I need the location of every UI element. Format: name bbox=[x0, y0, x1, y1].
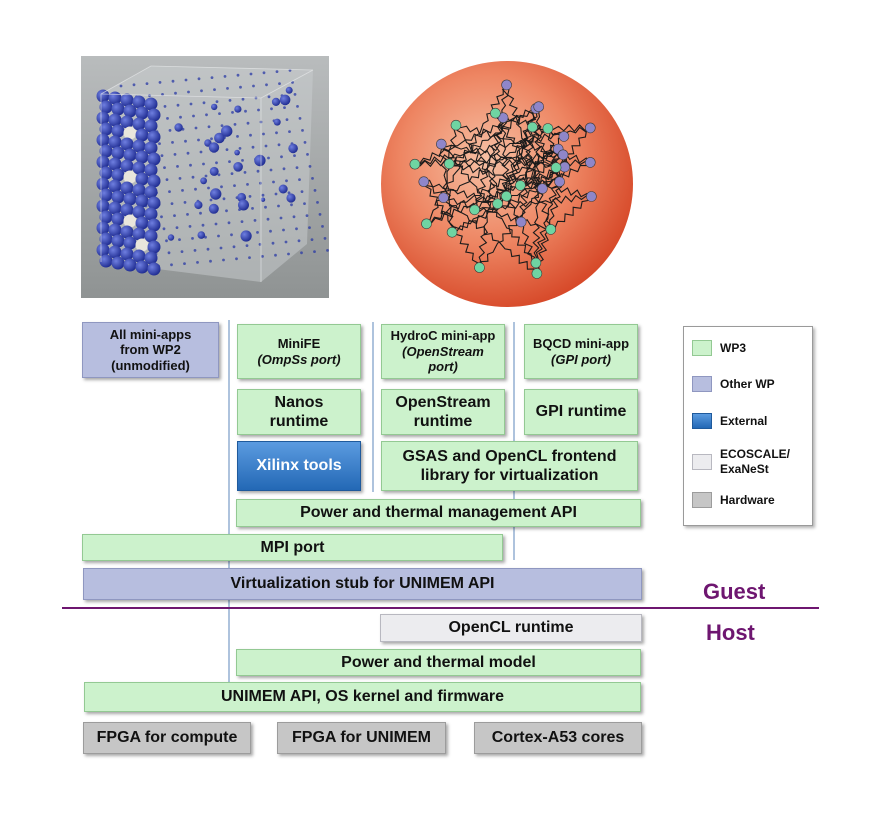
mpi-label: MPI port bbox=[260, 538, 325, 556]
legend-swatch-external bbox=[692, 413, 712, 429]
nanos-runtime-box: Nanos runtime bbox=[237, 389, 361, 435]
hw-label-1: FPGA for compute bbox=[96, 729, 238, 747]
gsas-box: GSAS and OpenCL frontend library for vir… bbox=[381, 441, 638, 491]
particle-sphere-image bbox=[381, 61, 633, 307]
nanos-line1: Nanos bbox=[274, 393, 324, 411]
legend-item-other: Other WP bbox=[692, 376, 775, 392]
openstream-line1: OpenStream bbox=[395, 393, 491, 411]
legend: WP3 Other WP External ECOSCALE/ ExaNeSt … bbox=[683, 326, 813, 526]
nanos-line2: runtime bbox=[269, 413, 329, 430]
all-mini-apps-line1: All mini-apps bbox=[109, 326, 192, 342]
legend-item-eco: ECOSCALE/ ExaNeSt bbox=[692, 447, 790, 477]
mpi-port-box: MPI port bbox=[82, 534, 503, 561]
hydroc-box: HydroC mini-app (OpenStream port) bbox=[381, 324, 505, 379]
hydroc-sub1: (OpenStream bbox=[402, 343, 484, 359]
gsas-line1: GSAS and OpenCL frontend bbox=[402, 447, 617, 465]
guest-label: Guest bbox=[703, 579, 766, 604]
legend-swatch-hardware bbox=[692, 492, 712, 508]
opencl-runtime-box: OpenCL runtime bbox=[380, 614, 642, 642]
cortex-a53-box: Cortex-A53 cores bbox=[474, 722, 642, 754]
hydroc-title: HydroC mini-app bbox=[390, 328, 496, 344]
all-mini-apps-line3: (unmodified) bbox=[111, 357, 190, 373]
host-label: Host bbox=[706, 620, 755, 645]
bqcd-box: BQCD mini-app (GPI port) bbox=[524, 324, 638, 379]
power-api-label: Power and thermal management API bbox=[300, 504, 577, 522]
connector-line bbox=[228, 320, 230, 710]
minife-title: MiniFE bbox=[277, 335, 321, 351]
fpga-compute-box: FPGA for compute bbox=[83, 722, 251, 754]
gsas-line2: library for virtualization bbox=[420, 467, 599, 484]
bqcd-title: BQCD mini-app bbox=[532, 335, 630, 351]
unimem-box: UNIMEM API, OS kernel and firmware bbox=[84, 682, 641, 712]
power-model-label: Power and thermal model bbox=[341, 653, 536, 671]
power-model-box: Power and thermal model bbox=[236, 649, 641, 676]
unimem-label: UNIMEM API, OS kernel and firmware bbox=[220, 688, 505, 706]
legend-swatch-other bbox=[692, 376, 712, 392]
legend-item-external: External bbox=[692, 413, 767, 429]
all-mini-apps-line2: from WP2 bbox=[120, 342, 181, 358]
hw-label-2: FPGA for UNIMEM bbox=[292, 729, 431, 747]
all-mini-apps-box: All mini-apps from WP2 (unmodified) bbox=[82, 322, 219, 378]
virt-label: Virtualization stub for UNIMEM API bbox=[230, 575, 495, 593]
xilinx-tools-box: Xilinx tools bbox=[237, 441, 361, 491]
lattice-cube-image bbox=[81, 56, 329, 298]
gpi-label: GPI runtime bbox=[535, 403, 627, 421]
legend-swatch-eco bbox=[692, 454, 712, 470]
xilinx-label: Xilinx tools bbox=[256, 457, 342, 475]
virtualization-stub-box: Virtualization stub for UNIMEM API bbox=[83, 568, 642, 600]
opencl-label: OpenCL runtime bbox=[448, 619, 574, 637]
fpga-unimem-box: FPGA for UNIMEM bbox=[277, 722, 446, 754]
legend-label-eco: ECOSCALE/ ExaNeSt bbox=[720, 447, 791, 476]
legend-label-other: Other WP bbox=[720, 377, 775, 391]
legend-swatch-wp3 bbox=[692, 340, 712, 356]
legend-label-hardware: Hardware bbox=[720, 493, 775, 507]
hw-label-3: Cortex-A53 cores bbox=[491, 729, 625, 747]
guest-host-divider bbox=[62, 607, 819, 609]
legend-item-wp3: WP3 bbox=[692, 340, 746, 356]
minife-box: MiniFE (OmpSs port) bbox=[237, 324, 361, 379]
power-api-box: Power and thermal management API bbox=[236, 499, 641, 527]
minife-sub: (OmpSs port) bbox=[257, 351, 341, 367]
connector-line bbox=[372, 322, 374, 492]
legend-item-hardware: Hardware bbox=[692, 492, 775, 508]
openstream-line2: runtime bbox=[413, 413, 473, 430]
legend-label-wp3: WP3 bbox=[720, 341, 747, 355]
legend-label-external: External bbox=[720, 414, 768, 428]
bqcd-sub: (GPI port) bbox=[551, 351, 611, 367]
openstream-runtime-box: OpenStream runtime bbox=[381, 389, 505, 435]
hydroc-sub2: port) bbox=[428, 359, 458, 375]
gpi-runtime-box: GPI runtime bbox=[524, 389, 638, 435]
